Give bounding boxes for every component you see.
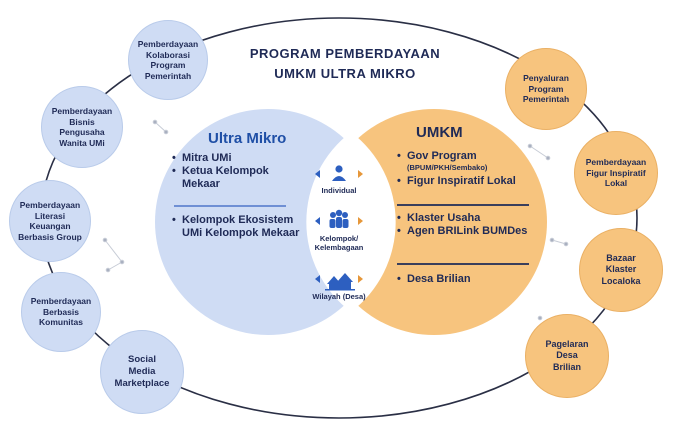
bubble-text: Komunitas [39, 317, 83, 328]
bubble-text: Pemberdayaan [51, 106, 113, 116]
bubble-text: Pengusaha [59, 127, 105, 137]
bubble-bazaar-klaster: Bazaar Klaster Localoka [579, 228, 663, 312]
bubble-pagelaran-desa: Pagelaran Desa Brilian [525, 314, 609, 398]
list-item: Desa Brilian [397, 273, 547, 286]
individual-label: Individual [321, 186, 357, 195]
arrow-right-icon [358, 275, 363, 283]
bubble-text: Keuangan [29, 221, 71, 231]
overlap-lens [306, 132, 396, 312]
bubble-bisnis-wanita: Pemberdayaan Bisnis Pengusaha Wanita UMi [41, 86, 123, 168]
arrow-right-icon [358, 170, 363, 178]
kelompok-label: Kelompok/ Kelembagaan [314, 234, 364, 252]
bubble-text: Kolaborasi [146, 49, 190, 60]
bubble-text: Pemerintah [522, 94, 570, 105]
bubble-text: Berbasis Group [18, 231, 82, 242]
decor-dots [102, 119, 569, 321]
list-item: Figur Inspiratif Lokal [397, 175, 547, 188]
ultra-mikro-heading: Ultra Mikro [208, 130, 287, 147]
divider [397, 263, 529, 265]
bubble-literasi-keuangan: Pemberdayaan Literasi Keuangan Berbasis … [9, 180, 91, 262]
bubble-figur-inspiratif: Pemberdayaan Figur Inspiratif Lokal [574, 131, 658, 215]
title-line-2: UMKM ULTRA MIKRO [274, 66, 416, 81]
ultra-mikro-list-b: Kelompok Ekosistem UMi Kelompok Mekaar [172, 214, 302, 240]
list-item: Mitra UMi [172, 152, 302, 165]
village-icon [325, 273, 355, 291]
title-line-1: PROGRAM PEMBERDAYAAN [249, 46, 441, 61]
wilayah-label: Wilayah (Desa) [312, 292, 366, 301]
bubble-text: Pemberdayaan [137, 39, 199, 49]
list-item: Agen BRILink BUMDes [397, 225, 547, 238]
bubble-text: Lokal [604, 178, 628, 189]
bubble-text: Bisnis [69, 116, 95, 127]
bubble-text: Bazaar [606, 252, 636, 263]
list-item: Klaster Usaha [397, 212, 547, 225]
bubble-text: Marketplace [114, 378, 170, 389]
bubble-social-media: Social Media Marketplace [100, 330, 184, 414]
bubble-text: Program [528, 83, 564, 94]
list-item: Ketua Kelompok Mekaar [172, 165, 302, 191]
bubble-text: Localoka [601, 275, 641, 286]
bubble-text: Wanita UMi [59, 137, 105, 148]
divider [397, 204, 529, 206]
bubble-text: Social [127, 354, 156, 365]
umkm-list-c: Desa Brilian [397, 273, 547, 286]
gov-program-sub: (BPUM/PKH/Sembako) [407, 163, 488, 172]
arrow-left-icon [315, 170, 320, 178]
group-icon [329, 209, 349, 228]
arrow-right-icon [358, 217, 363, 225]
list-item: Kelompok Ekosistem UMi Kelompok Mekaar [172, 214, 302, 240]
umkm-list-a: Gov Program (BPUM/PKH/Sembako) Figur Ins… [397, 150, 547, 188]
bubble-text: Pemberdayaan [585, 157, 647, 168]
bubble-text: Program [150, 60, 186, 70]
bubble-text: Pemerintah [144, 70, 192, 81]
bubble-text: Klaster [605, 264, 637, 275]
umkm-heading: UMKM [416, 124, 463, 141]
diagram-title: PROGRAM PEMBERDAYAAN UMKM ULTRA MIKRO [200, 44, 490, 84]
bubble-text: Pagelaran [545, 338, 589, 349]
divider [174, 205, 286, 207]
bubble-text: Brilian [552, 361, 581, 372]
bubble-text: Figur Inspiratif [586, 167, 646, 178]
bubble-text: Media [128, 366, 156, 377]
bubble-berbasis-komunitas: Pemberdayaan Berbasis Komunitas [21, 272, 101, 352]
bubble-text: Pemberdayaan [19, 200, 81, 210]
gov-program-label: Gov Program [407, 150, 477, 162]
bubble-text: Pemberdayaan [30, 296, 92, 307]
bubble-text: Penyaluran [523, 73, 569, 84]
list-item: Gov Program [397, 150, 547, 163]
arrow-left-icon [315, 275, 320, 283]
arrow-left-icon [315, 217, 320, 225]
bubble-text: Literasi [34, 210, 66, 221]
bubble-text: Berbasis [43, 306, 79, 317]
bubble-kolaborasi-program: Pemberdayaan Kolaborasi Program Pemerint… [128, 20, 208, 100]
ultra-mikro-list-a: Mitra UMi Ketua Kelompok Mekaar [172, 152, 302, 191]
bubble-text: Desa [556, 350, 578, 361]
bubble-penyaluran-program: Penyaluran Program Pemerintah [505, 48, 587, 130]
individual-icon [332, 165, 346, 181]
umkm-list-b: Klaster Usaha Agen BRILink BUMDes [397, 212, 547, 238]
